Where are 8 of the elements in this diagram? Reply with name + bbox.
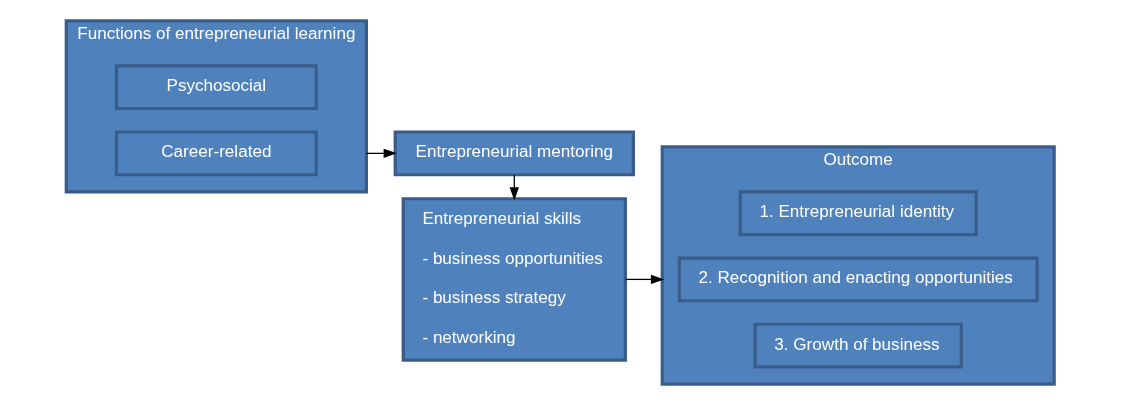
node-box: 2. Recognition and enacting opportunities [677,256,1039,303]
node-box: 1. Entrepreneurial identity [738,190,978,237]
arrow [624,274,664,285]
node-box: Entrepreneurial skills - business opportunities - business strategy - networking [401,197,627,362]
node-box: Career-related [114,130,318,177]
node-box: 3. Growth of business [753,322,963,369]
node-box: Psychosocial [114,64,318,111]
node-box: Entrepreneurial mentoring [393,130,635,177]
